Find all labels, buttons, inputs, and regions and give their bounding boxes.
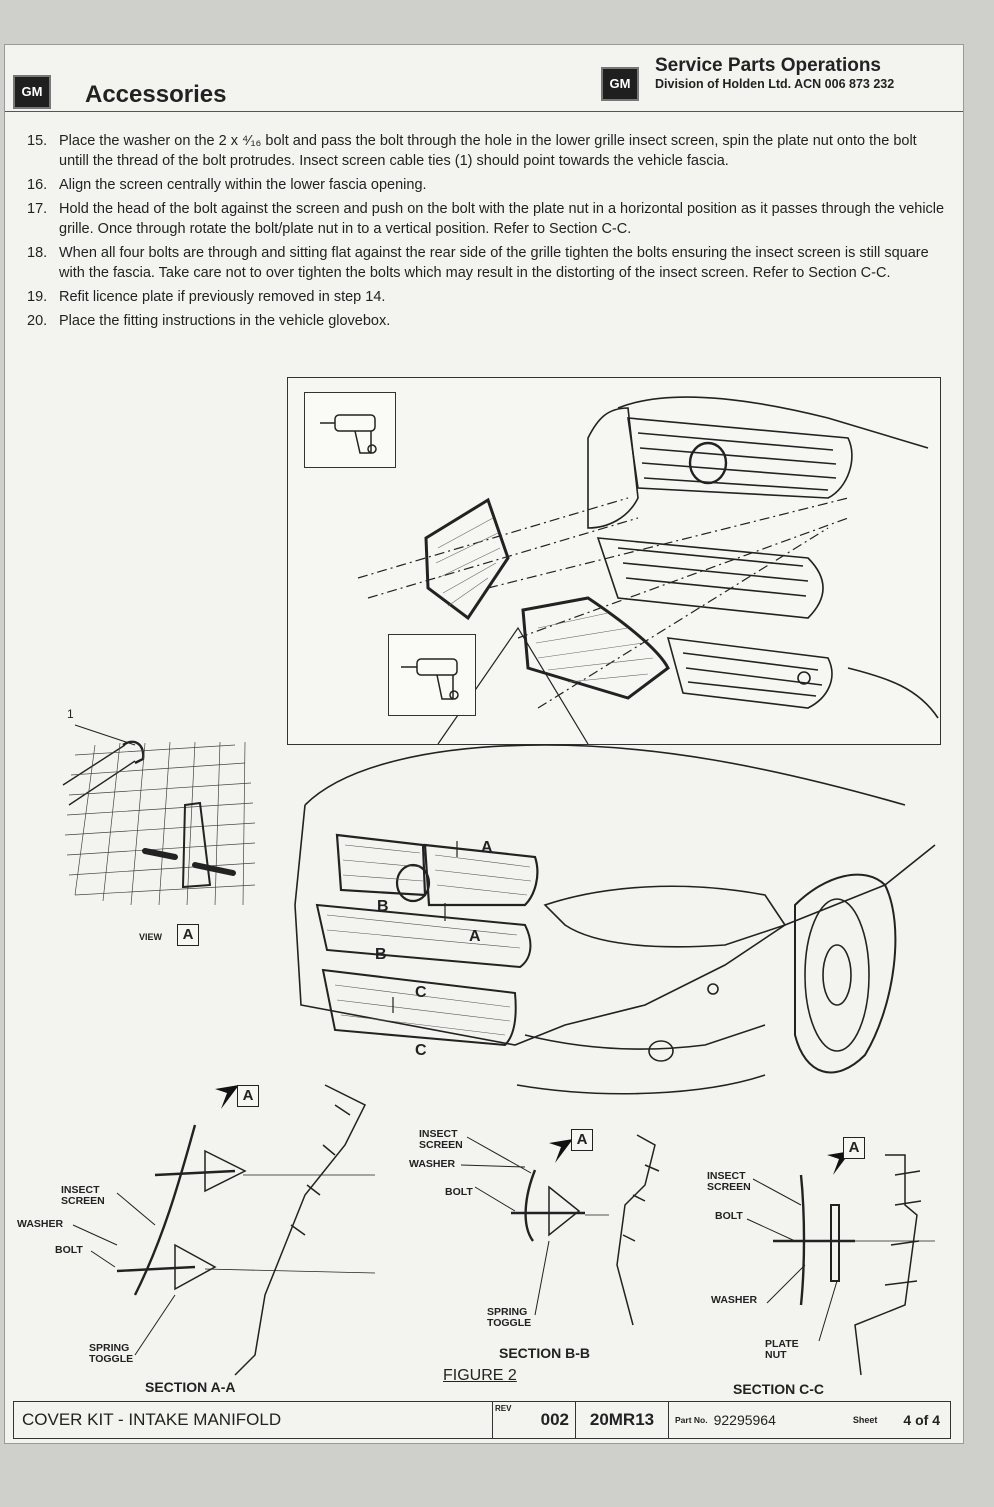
view-a-detail (62, 724, 256, 906)
step-19: 19. Refit licence plate if previously rem… (27, 287, 947, 307)
car-marker-b-lower: B (375, 946, 387, 963)
vehicle-front-view (294, 744, 936, 1095)
step-number: 17. (27, 201, 48, 217)
callout-1: 1 (67, 707, 74, 721)
section-a-letter-box: A (237, 1085, 259, 1107)
step-number: 16. (27, 177, 48, 193)
step-number: 19. (27, 289, 48, 305)
section-a-insect-screen-label: INSECT SCREEN (61, 1184, 105, 1207)
step-20: 20. Place the fitting instructions in the… (27, 311, 947, 331)
fitting-drawing (62, 724, 936, 1376)
section-c-plate-nut-label: PLATE NUT (765, 1338, 799, 1361)
drill-icon (401, 658, 459, 700)
section-a-drawing (116, 1084, 376, 1376)
sheet-header: GM Accessories GM Service Parts Operatio… (5, 45, 963, 112)
page-title: Accessories (85, 81, 227, 108)
step-18: 18. When all four bolts are through and s… (27, 243, 947, 283)
car-marker-a-top: A (481, 839, 493, 856)
gm-logo-right: GM (601, 67, 639, 101)
section-c-washer-label: WASHER (711, 1294, 758, 1306)
title-block: COVER KIT - INTAKE MANIFOLD REV 002 20MR… (13, 1401, 951, 1439)
drill-icon-box-top (304, 392, 396, 468)
section-a-washer-label: WASHER (17, 1218, 64, 1230)
org-subtitle: Division of Holden Ltd. ACN 006 873 232 (655, 77, 895, 91)
label-leaders (72, 1136, 838, 1356)
step-text: When all four bolts are through and sitt… (59, 245, 929, 281)
section-a-title: SECTION A-A (145, 1379, 236, 1395)
section-b-letter-box: A (571, 1129, 593, 1151)
section-c-title: SECTION C-C (733, 1381, 824, 1397)
step-number: 15. (27, 133, 48, 149)
revision-cell: REV 002 (493, 1402, 576, 1438)
rev-label: REV (495, 1404, 512, 1413)
section-b-insect-screen-label: INSECT SCREEN (419, 1128, 463, 1151)
section-b-washer-label: WASHER (409, 1158, 456, 1170)
part-number-cell: Part No. 92295964 Sheet 4 of 4 (669, 1402, 950, 1438)
instruction-steps: 15. Place the washer on the 2 x ⁴⁄₁₆ bolt… (27, 131, 947, 335)
car-marker-c-top: C (415, 984, 427, 1001)
drill-icon-box-bottom (388, 634, 476, 716)
step-text: Place the washer on the 2 x ⁴⁄₁₆ bolt an… (59, 133, 917, 169)
step-text: Refit licence plate if previously remove… (59, 289, 386, 305)
part-number: 92295964 (713, 1412, 776, 1428)
step-text: Hold the head of the bolt against the sc… (59, 201, 945, 237)
section-arrows (215, 1085, 851, 1175)
car-marker-a-lower: A (469, 928, 481, 945)
section-c-insect-screen-label: INSECT SCREEN (707, 1170, 751, 1193)
section-b-title: SECTION B-B (499, 1345, 590, 1361)
section-b-spring-toggle-label: SPRING TOGGLE (487, 1306, 532, 1329)
gm-logo-left: GM (13, 75, 51, 109)
kit-title: COVER KIT - INTAKE MANIFOLD (14, 1402, 493, 1438)
org-name: Service Parts Operations (655, 55, 881, 76)
section-cut-lines (392, 841, 458, 1013)
section-a-spring-toggle-label: SPRING TOGGLE (89, 1342, 134, 1365)
step-16: 16. Align the screen centrally within the… (27, 175, 947, 195)
step-number: 20. (27, 313, 48, 329)
part-label: Part No. (675, 1415, 708, 1425)
figure-caption: FIGURE 2 (443, 1367, 517, 1384)
view-label: VIEW (139, 932, 163, 942)
exploded-view-frame (287, 377, 941, 745)
step-17: 17. Hold the head of the bolt against the… (27, 199, 947, 239)
section-b-bolt-label: BOLT (445, 1186, 473, 1198)
sheet-label: Sheet (852, 1415, 878, 1425)
step-text: Align the screen centrally within the lo… (59, 177, 427, 193)
instruction-sheet: GM Accessories GM Service Parts Operatio… (4, 44, 964, 1444)
step-number: 18. (27, 245, 48, 261)
section-b-drawing (511, 1134, 660, 1326)
car-marker-c-lower: C (415, 1042, 427, 1059)
car-marker-b-top: B (377, 898, 389, 915)
step-15: 15. Place the washer on the 2 x ⁴⁄₁₆ bolt… (27, 131, 947, 171)
section-c-letter-box: A (843, 1137, 865, 1159)
date-code: 20MR13 (576, 1402, 669, 1438)
view-letter-box: A (177, 924, 199, 946)
section-c-bolt-label: BOLT (715, 1210, 743, 1222)
grille-exploded-drawing (357, 396, 939, 745)
rev-value: 002 (540, 1410, 569, 1429)
step-text: Place the fitting instructions in the ve… (59, 313, 391, 329)
drill-icon (320, 414, 377, 454)
section-a-bolt-label: BOLT (55, 1244, 83, 1256)
sheet-number: 4 of 4 (903, 1412, 940, 1428)
section-c-drawing (773, 1154, 935, 1376)
